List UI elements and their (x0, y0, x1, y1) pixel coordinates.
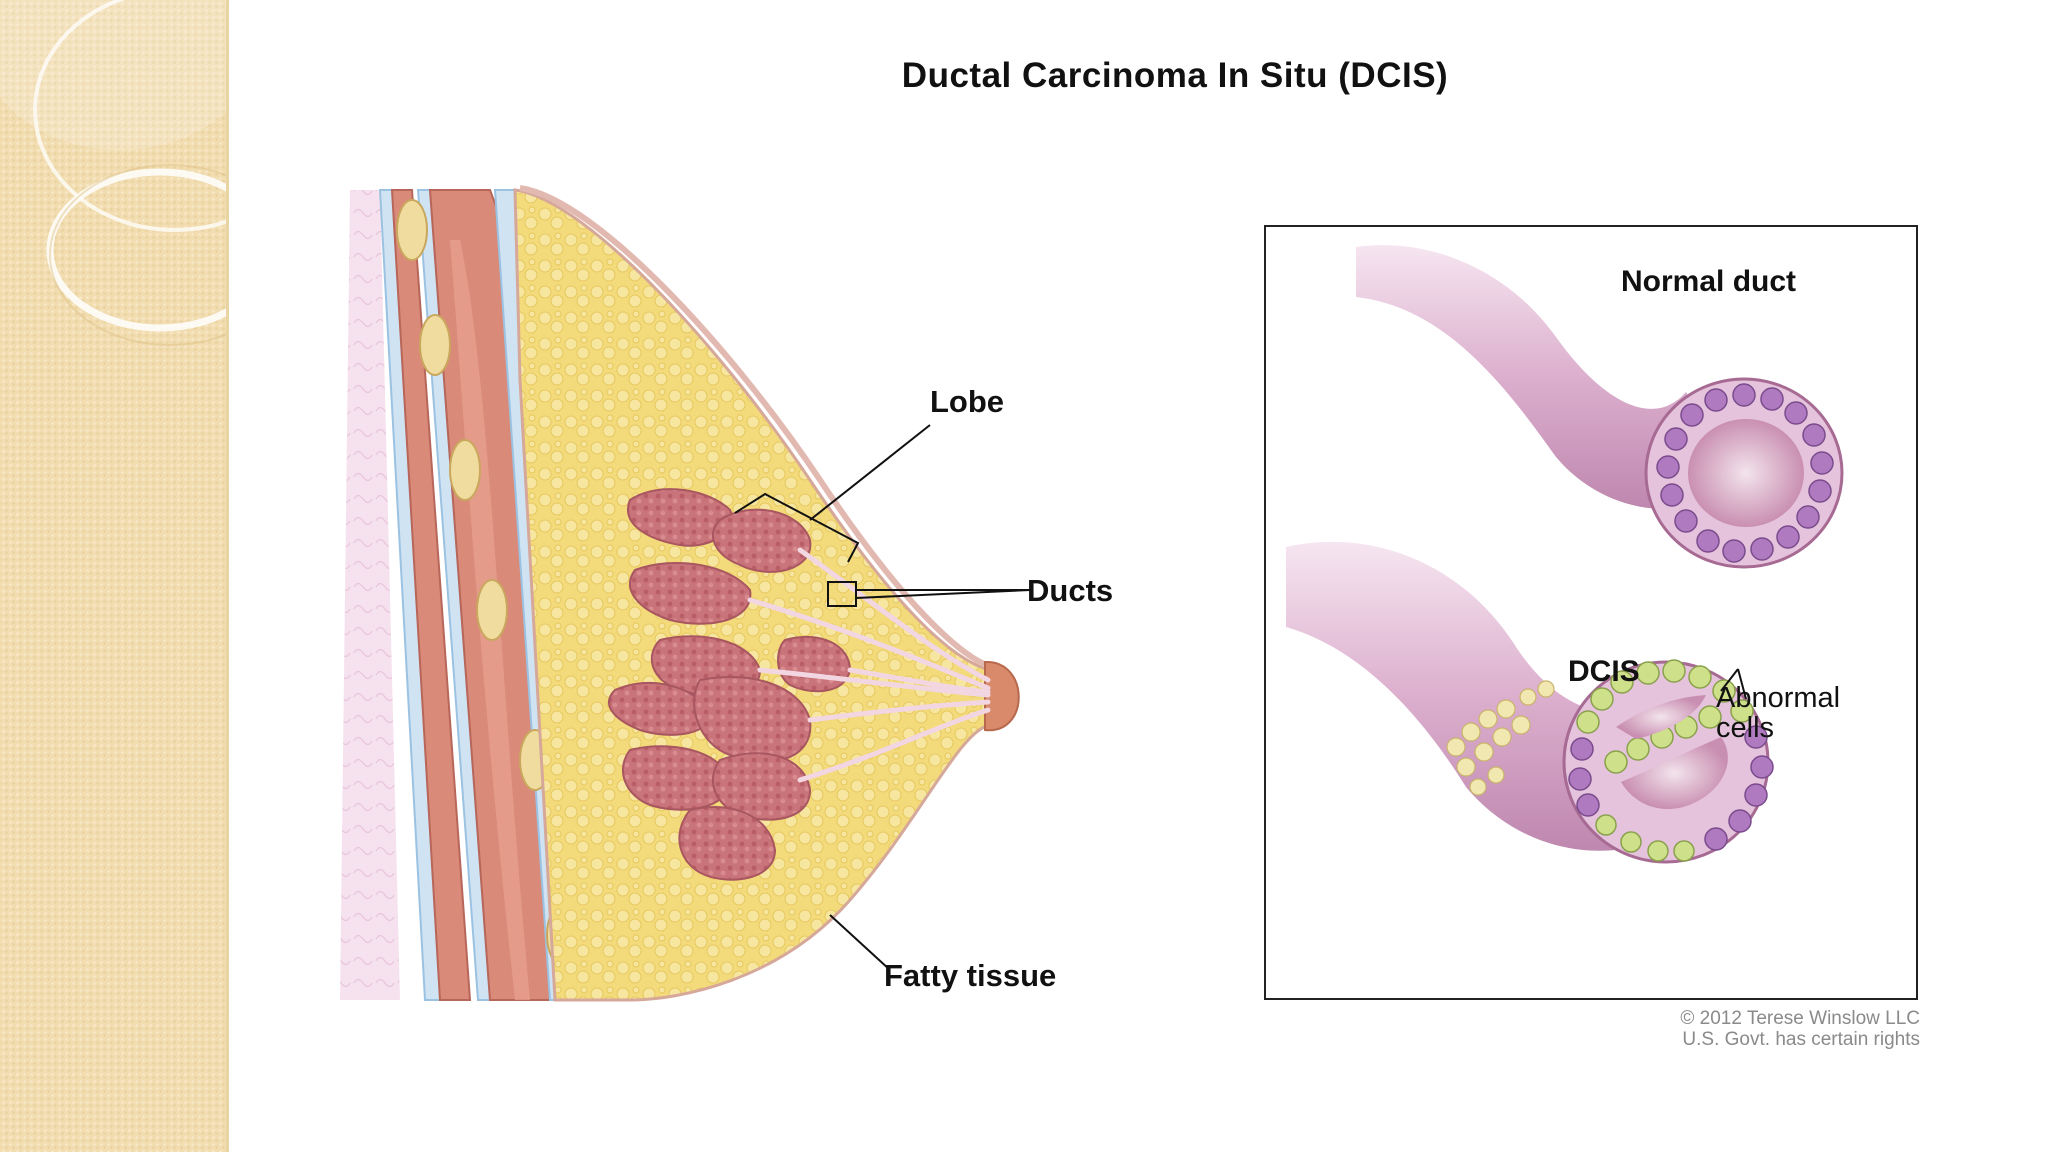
credit-line-2: U.S. Govt. has certain rights (1560, 1029, 1920, 1050)
fatty-tissue-pointer (830, 915, 890, 970)
copyright-credit: © 2012 Terese Winslow LLC U.S. Govt. has… (1560, 1008, 1920, 1050)
slide-title: Ductal Carcinoma In Situ (DCIS) (720, 56, 1630, 96)
duct-comparison-inset: Normal duct DCIS Abnormal cells (1264, 225, 1918, 1000)
abnormal-cells-label-line2: cells (1716, 714, 1774, 743)
sidebar-swirl-graphic (0, 0, 226, 1152)
fatty-tissue-label: Fatty tissue (884, 960, 1056, 991)
duct-comparison-illustration (1266, 227, 1916, 998)
ducts-label: Ducts (1027, 575, 1113, 606)
credit-line-1: © 2012 Terese Winslow LLC (1560, 1008, 1920, 1029)
dcis-label: DCIS (1568, 657, 1640, 687)
abnormal-cells-label-line1: Abnormal (1716, 684, 1840, 713)
lobe-label: Lobe (930, 386, 1004, 417)
normal-duct-label: Normal duct (1621, 267, 1796, 297)
dcis-duct (1286, 542, 1773, 862)
decorative-sidebar (0, 0, 229, 1152)
